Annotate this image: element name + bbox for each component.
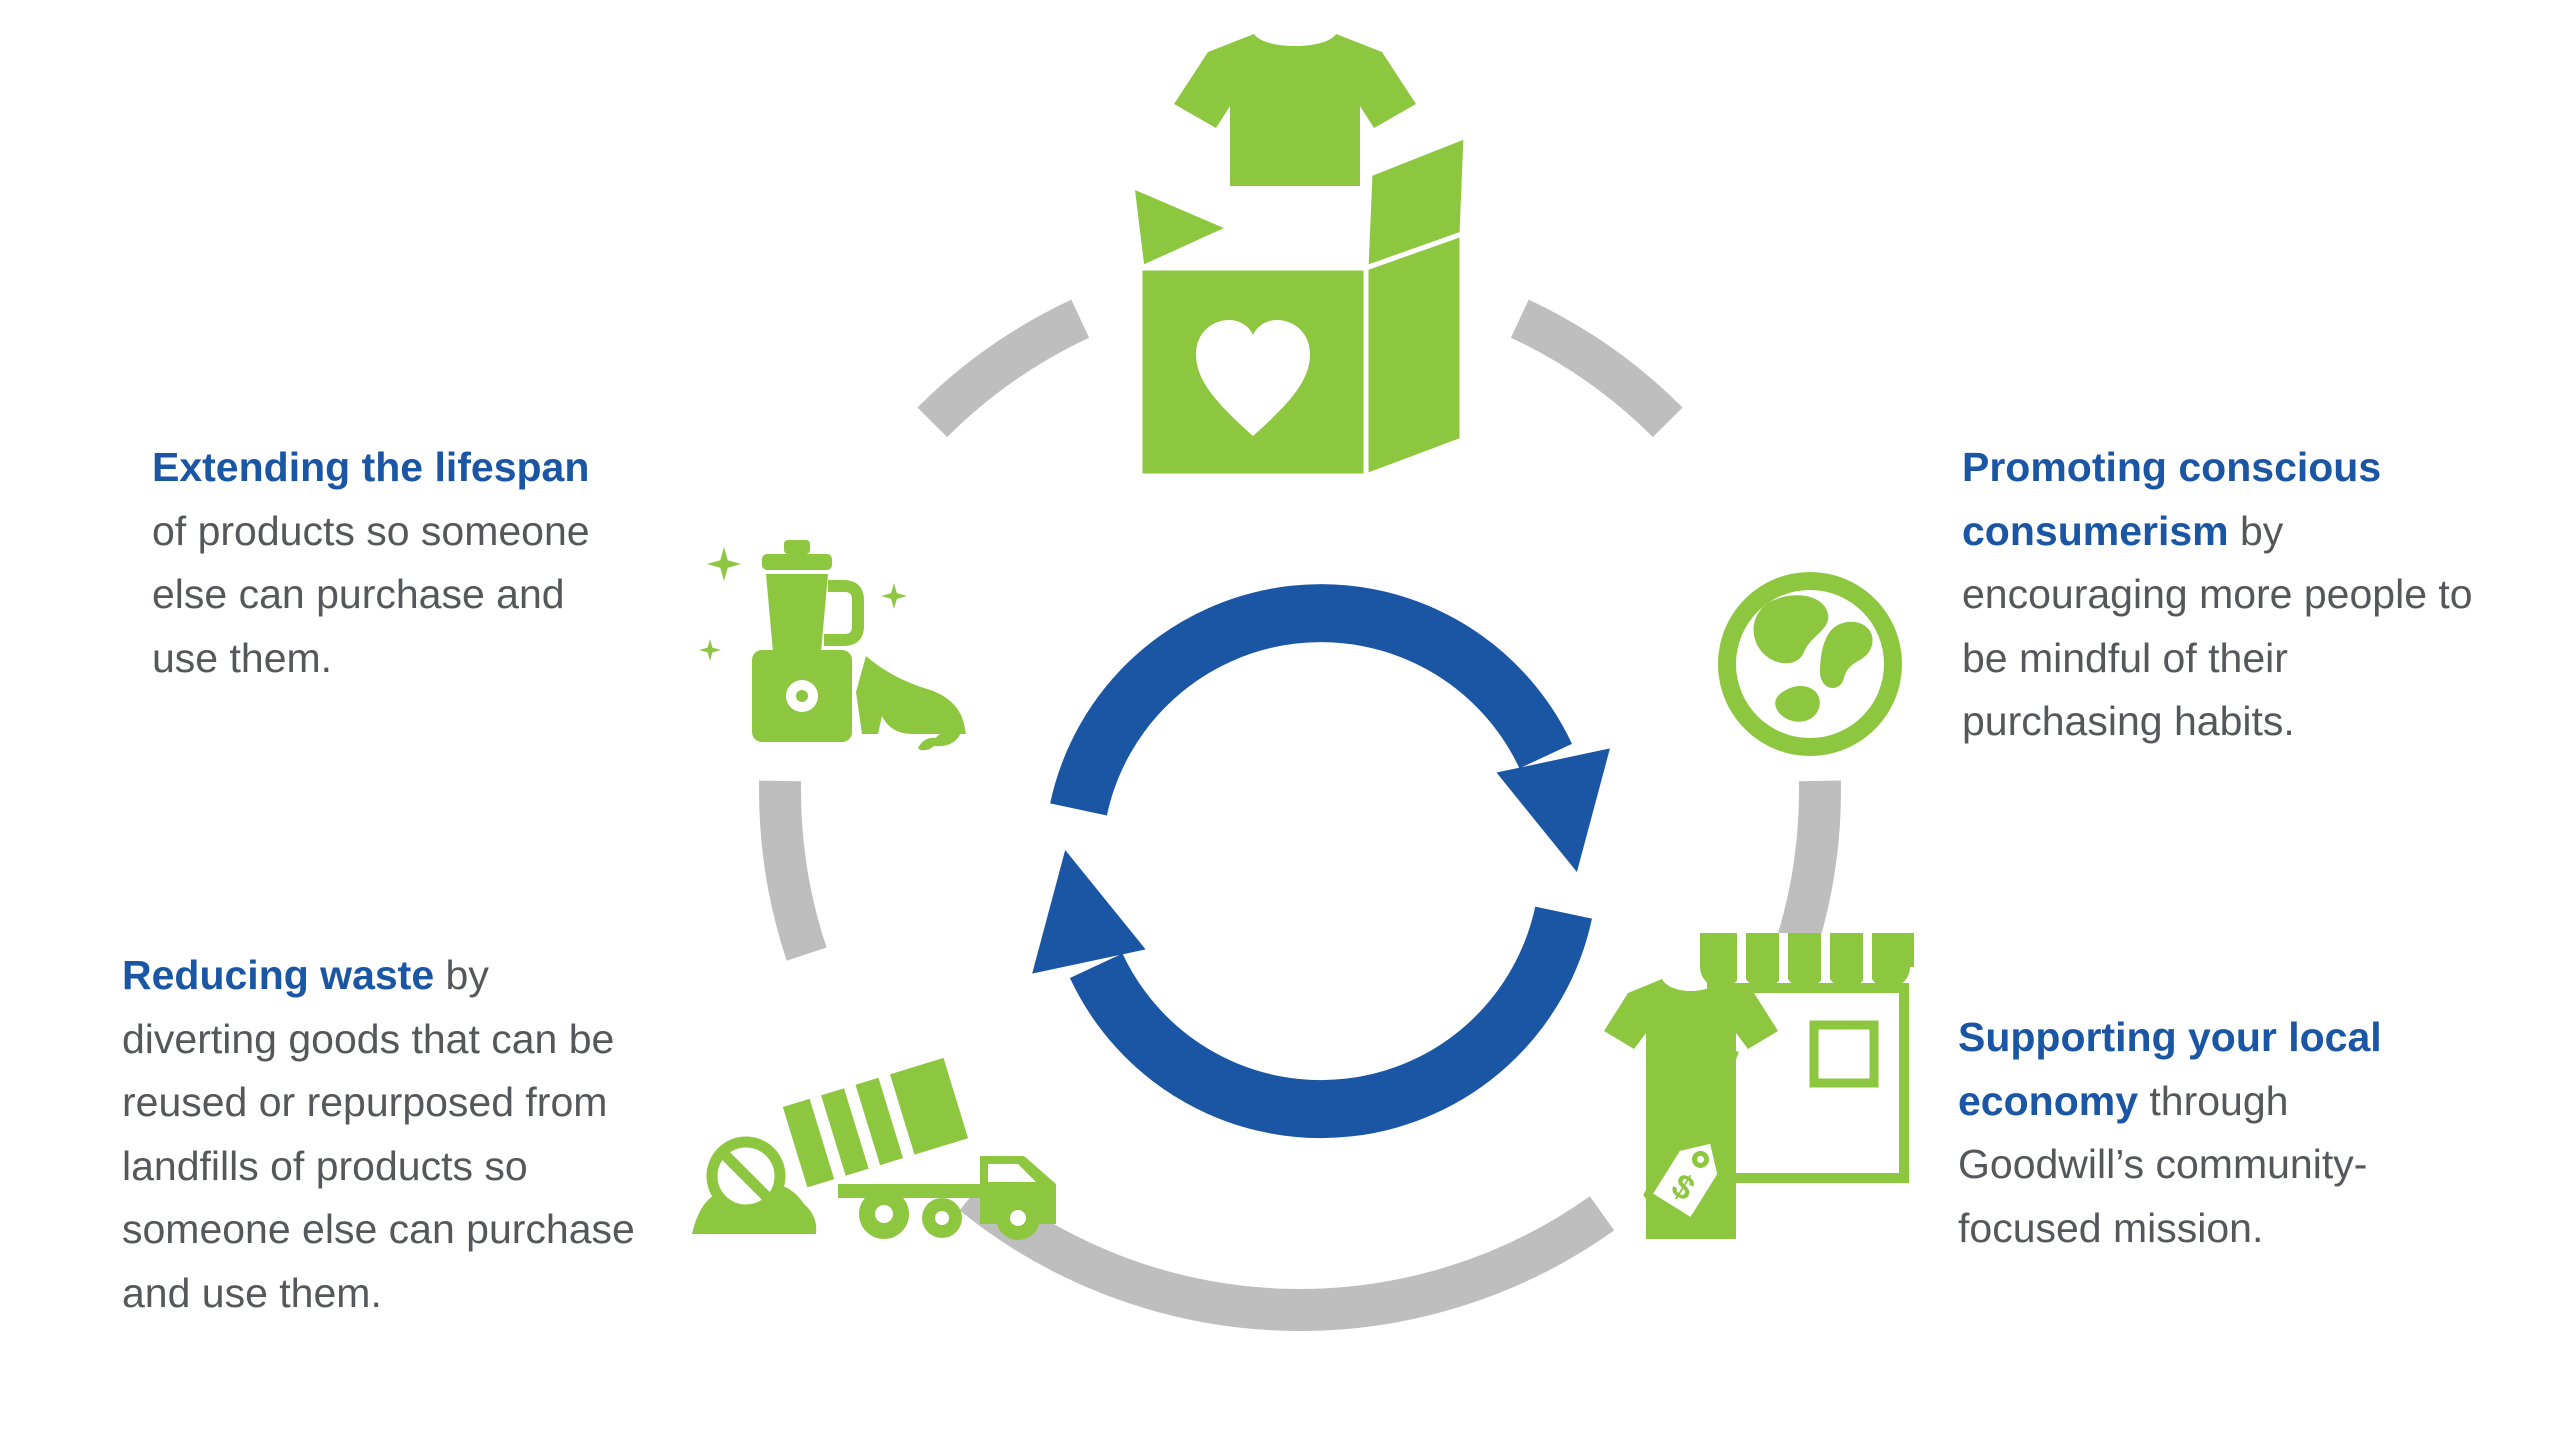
awning-scallop	[1826, 946, 1868, 988]
storefront-awning	[1700, 933, 1914, 990]
awning-stripe	[1779, 933, 1788, 990]
blender-lid	[762, 554, 832, 570]
dump-truck-icon	[688, 1028, 1070, 1240]
truck-window	[988, 1164, 1036, 1182]
globe-landmass	[1753, 595, 1829, 664]
shirt-store-icon: $	[1588, 933, 1918, 1245]
globe-svg	[1718, 572, 1902, 756]
no-symbol-slash	[719, 1149, 773, 1203]
callout-body: of products so someone else can purchase…	[152, 507, 590, 681]
household-goods-icon	[698, 538, 976, 776]
truck-wheel-hub	[935, 1211, 949, 1225]
callout-promoting-consumerism: Promoting conscious consumerism by encou…	[1962, 436, 2482, 754]
awning-scallop	[1742, 946, 1784, 988]
callout-heading: Extending the lifespan	[152, 444, 590, 490]
callout-supporting-economy: Supporting your local economy through Go…	[1958, 1006, 2463, 1260]
dump-bed-slat	[844, 1084, 881, 1169]
callout-heading: Supporting your local economy	[1958, 1014, 2382, 1124]
price-tag-icon: $	[1643, 1135, 1726, 1227]
heart-icon	[1196, 320, 1310, 436]
sparkle-icon	[881, 583, 907, 609]
ring-segment-left	[759, 780, 827, 961]
callout-heading: Promoting conscious consumerism	[1962, 444, 2382, 554]
awning-scallop	[1868, 946, 1910, 988]
truck-wheel-hub	[1010, 1210, 1026, 1226]
leaf-icon	[918, 737, 938, 751]
sparkle-icon	[699, 639, 721, 661]
ring-segment-upper-left	[917, 299, 1090, 438]
price-tag-body	[1643, 1135, 1726, 1227]
awning-stripe	[1863, 933, 1872, 990]
price-tag-hole	[1691, 1150, 1709, 1168]
donation-box-svg	[1130, 34, 1469, 478]
box-flap-left	[1130, 183, 1233, 271]
recycle-arrowhead-right	[1496, 748, 1610, 873]
sparkle-icon	[707, 547, 741, 581]
awning-scallop	[1784, 946, 1826, 988]
storefront-window	[1809, 1020, 1879, 1088]
tshirt-shape	[1604, 979, 1778, 1239]
dump-bed-body	[782, 1057, 969, 1188]
dump-bed-slat	[809, 1095, 846, 1180]
callout-body: by encouraging more people to be mindful…	[1962, 507, 2473, 745]
high-heel-shoe	[856, 656, 966, 734]
shirt-store-svg: $	[1604, 933, 1914, 1239]
leaf-icon	[932, 729, 962, 747]
awning-stripe	[1821, 933, 1830, 990]
truck-wheel-hub	[875, 1205, 893, 1223]
recycle-arc-bottom	[1069, 906, 1592, 1139]
globe-landmass	[1820, 621, 1873, 689]
household-goods-svg	[699, 540, 966, 751]
dump-truck-svg	[692, 1057, 1056, 1240]
blender-cap	[784, 540, 810, 554]
blender-jar	[766, 574, 828, 652]
ring-segment-bottom	[959, 1177, 1615, 1331]
donation-box-icon	[1130, 28, 1470, 478]
recycle-arrowhead-left	[1032, 849, 1146, 974]
ring-segment-upper-right	[1510, 299, 1683, 438]
callout-reducing-waste: Reducing waste by diverting goods that c…	[122, 944, 642, 1325]
box-side-face	[1363, 231, 1465, 478]
callout-body: by diverting goods that can be reused or…	[122, 952, 635, 1316]
callout-body: through Goodwill’s community-focused mis…	[1958, 1077, 2368, 1251]
dump-bed	[782, 1057, 969, 1188]
globe-icon	[1712, 566, 1908, 762]
blender-button-dot	[796, 690, 808, 702]
recycle-arc-top	[1050, 584, 1572, 816]
awning-scallop	[1700, 946, 1742, 988]
blender-handle	[824, 580, 864, 646]
tshirt-shape	[1174, 34, 1416, 186]
globe-landmass	[1775, 686, 1820, 722]
callout-heading: Reducing waste	[122, 952, 435, 998]
awning-stripe	[1737, 933, 1746, 990]
dump-bed-slat	[878, 1074, 915, 1159]
callout-extending-lifespan: Extending the lifespan of products so so…	[152, 436, 632, 690]
